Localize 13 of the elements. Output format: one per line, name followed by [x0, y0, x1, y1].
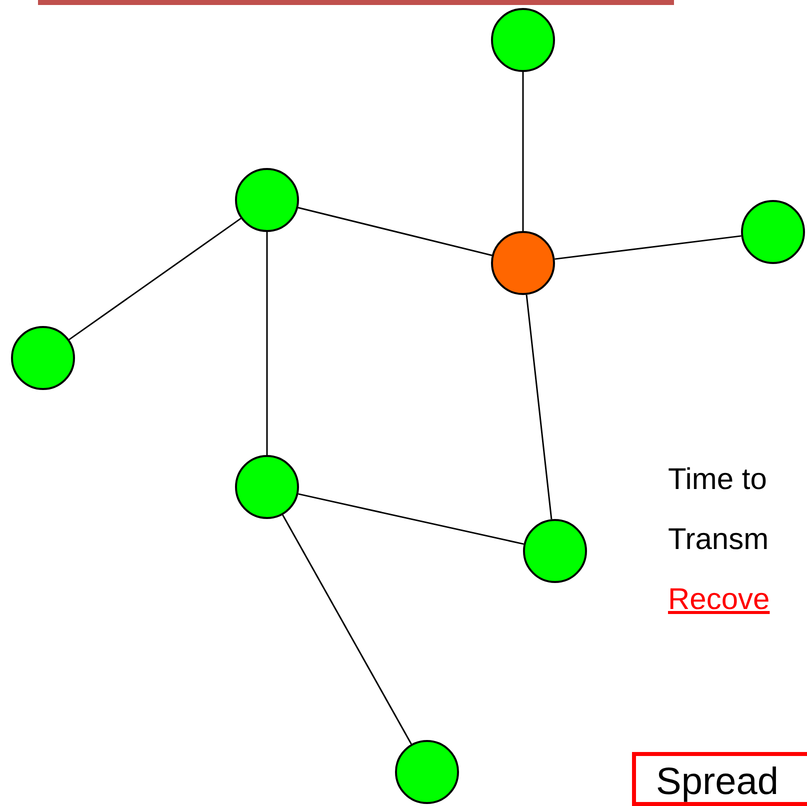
text-label: Time to — [668, 462, 767, 498]
link-text: Recove — [668, 582, 770, 618]
connector-line — [298, 206, 492, 256]
connector-line — [554, 235, 742, 260]
connector-line — [298, 493, 524, 545]
box-text: Spread — [656, 760, 779, 804]
connector-line — [522, 72, 524, 231]
connector-line — [282, 514, 412, 744]
connector-line — [266, 232, 268, 455]
connector-line — [526, 294, 552, 520]
text-label: Transm — [668, 522, 769, 558]
connector-line — [68, 218, 242, 340]
text-box — [632, 752, 807, 806]
